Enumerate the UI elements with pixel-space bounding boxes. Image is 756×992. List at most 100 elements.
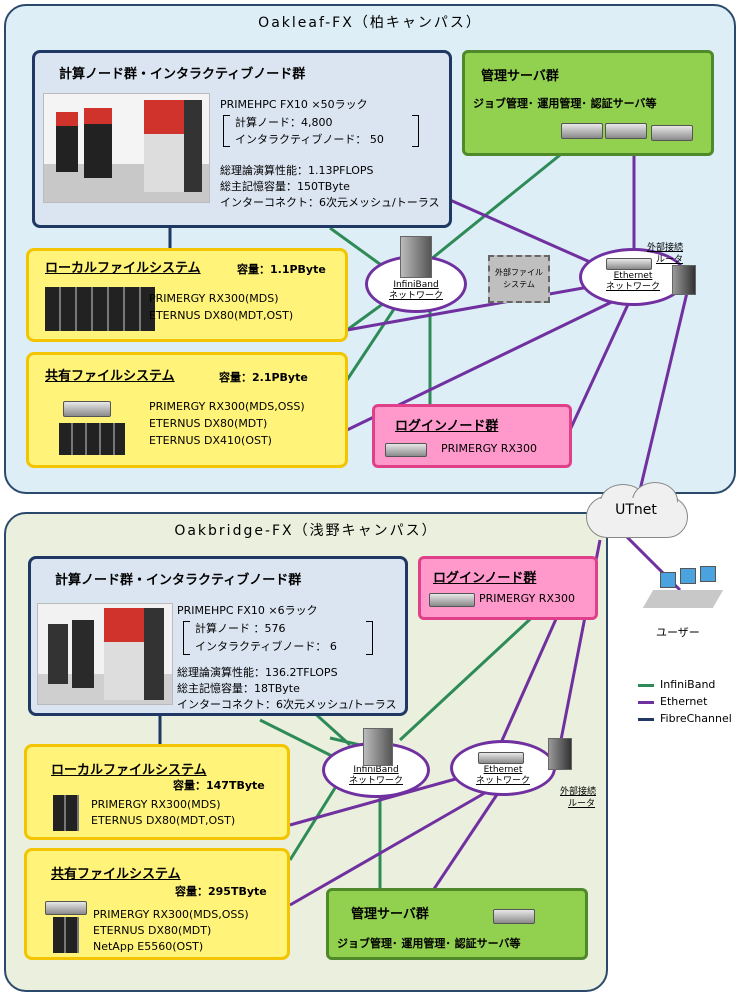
server-icon <box>45 901 87 915</box>
oakleaf-shared-fs-line2: ETERNUS DX80(MDT) <box>149 417 268 430</box>
oakleaf-compute-box: 計算ノード群・インタラクティブノード群 PRIMEHPC FX10 ×50ラック… <box>32 50 452 228</box>
oakbridge-local-fs-capacity: 容量：147TByte <box>173 779 265 792</box>
oakbridge-shared-fs-line2: ETERNUS DX80(MDT) <box>93 924 212 937</box>
oakbridge-login-box: ログインノード群 PRIMERGY RX300 <box>418 556 598 620</box>
oakleaf-login-title: ログインノード群 <box>395 419 499 434</box>
oakbridge-supercomputer-image <box>37 603 173 705</box>
paren-right <box>412 115 419 147</box>
oakleaf-shared-fs-box: 共有ファイルシステム 容量：2.1PByte PRIMERGY RX300(MD… <box>26 352 348 468</box>
oakbridge-local-fs-box: ローカルファイルシステム 容量：147TByte PRIMERGY RX300(… <box>24 744 290 840</box>
legend-infiniband-label: InfiniBand <box>660 678 716 691</box>
ib-label-1: InfiniBand <box>393 280 439 290</box>
oakleaf-router-label-2: ルータ <box>656 255 684 265</box>
oakleaf-local-fs-line2: ETERNUS DX80(MDT,OST) <box>149 309 294 322</box>
oakbridge-model: PRIMEHPC FX10 ×6ラック <box>177 604 318 617</box>
oakbridge-mgmt-desc: ジョブ管理･ 運用管理･ 認証サーバ等 <box>337 937 521 950</box>
utnet-cloud: UTnet <box>578 478 694 544</box>
switch-icon <box>363 728 393 766</box>
server-icon <box>63 401 111 417</box>
oakleaf-local-fs-line1: PRIMERGY RX300(MDS) <box>149 292 279 305</box>
router-icon <box>548 738 572 770</box>
oakbridge-shared-fs-box: 共有ファイルシステム 容量：295TByte PRIMERGY RX300(MD… <box>24 848 290 960</box>
server-icon <box>429 593 475 607</box>
eth-label-2: ネットワーク <box>475 776 530 786</box>
oakleaf-supercomputer-image <box>43 93 210 203</box>
oakbridge-ethernet-network: Ethernet ネットワーク <box>450 740 556 796</box>
oakleaf-memory: 総主記憶容量：150TByte <box>220 180 350 193</box>
oakleaf-compute-nodes: 計算ノード：4,800 <box>235 116 333 129</box>
oakleaf-interactive-nodes: インタラクティブノード： 50 <box>235 133 384 146</box>
oakbridge-interactive-nodes: インタラクティブノード： 6 <box>195 640 337 653</box>
switch-icon <box>478 752 524 764</box>
paren-left <box>223 115 230 147</box>
server-icon <box>651 125 693 141</box>
legend-infiniband-swatch <box>638 684 654 687</box>
oakbridge-mgmt-title: 管理サーバ群 <box>351 907 429 922</box>
legend-fibrechannel-label: FibreChannel <box>660 712 732 725</box>
oakbridge-compute-box: 計算ノード群・インタラクティブノード群 PRIMEHPC FX10 ×6ラック … <box>28 556 408 716</box>
eth-label-1: Ethernet <box>613 271 653 281</box>
oakleaf-title: Oakleaf-FX（柏キャンパス） <box>258 15 482 31</box>
oakbridge-memory: 総主記憶容量：18TByte <box>177 682 300 695</box>
switch-icon <box>606 258 652 270</box>
switch-icon <box>400 236 432 278</box>
oakleaf-interconnect: インターコネクト：6次元メッシュ/トーラス <box>220 196 440 209</box>
oakbridge-interconnect: インターコネクト：6次元メッシュ/トーラス <box>177 698 397 711</box>
storage-rack-icon <box>45 287 155 331</box>
oakleaf-compute-title: 計算ノード群・インタラクティブノード群 <box>59 67 306 82</box>
oakbridge-login-title: ログインノード群 <box>433 571 537 586</box>
legend-ethernet-swatch <box>638 701 654 704</box>
oakbridge-shared-fs-title: 共有ファイルシステム <box>51 867 181 882</box>
legend-fibrechannel-swatch <box>638 718 654 721</box>
paren-right <box>366 621 373 655</box>
oakleaf-mgmt-title: 管理サーバ群 <box>481 69 559 84</box>
ib-label-1: InfiniBand <box>353 765 399 775</box>
storage-rack-icon <box>59 423 125 455</box>
oakleaf-shared-fs-line1: PRIMERGY RX300(MDS,OSS) <box>149 400 305 413</box>
server-icon <box>561 123 603 139</box>
server-icon <box>385 443 427 457</box>
paren-left <box>183 621 190 655</box>
storage-rack-icon <box>53 795 79 831</box>
oakbridge-compute-nodes: 計算ノード ：576 <box>195 622 286 635</box>
oakbridge-login-desc: PRIMERGY RX300 <box>479 592 575 605</box>
oakbridge-shared-fs-line3: NetApp E5560(OST) <box>93 940 204 953</box>
oakleaf-mgmt-box: 管理サーバ群 ジョブ管理･ 運用管理･ 認証サーバ等 <box>462 50 714 156</box>
oakbridge-router-label-1: 外部接続 <box>560 787 597 797</box>
oakleaf-local-fs-box: ローカルファイルシステム 容量：1.1PByte PRIMERGY RX300(… <box>26 248 348 342</box>
oakleaf-mgmt-desc: ジョブ管理･ 運用管理･ 認証サーバ等 <box>473 97 657 110</box>
oakbridge-shared-fs-line1: PRIMERGY RX300(MDS,OSS) <box>93 908 249 921</box>
oakbridge-compute-title: 計算ノード群・インタラクティブノード群 <box>55 573 302 588</box>
oakleaf-shared-fs-capacity: 容量：2.1PByte <box>219 371 308 384</box>
oakleaf-login-desc: PRIMERGY RX300 <box>441 442 537 455</box>
server-icon <box>493 909 535 924</box>
oakbridge-shared-fs-capacity: 容量：295TByte <box>175 885 267 898</box>
oakleaf-perf: 総理論演算性能：1.13PFLOPS <box>220 164 374 177</box>
external-fs-label-1: 外部ファイル <box>495 268 543 277</box>
user-terminals-icon <box>642 566 724 618</box>
storage-rack-icon <box>53 917 79 953</box>
oakleaf-local-fs-capacity: 容量：1.1PByte <box>237 263 326 276</box>
user-label: ユーザー <box>656 626 700 639</box>
eth-label-1: Ethernet <box>483 765 523 775</box>
oakbridge-title: Oakbridge-FX（浅野キャンパス） <box>174 523 438 539</box>
oakbridge-local-fs-line2: ETERNUS DX80(MDT,OST) <box>91 814 236 827</box>
oakleaf-router-label-1: 外部接続 <box>647 243 684 253</box>
oakbridge-local-fs-line1: PRIMERGY RX300(MDS) <box>91 798 221 811</box>
oakleaf-shared-fs-line3: ETERNUS DX410(OST) <box>149 434 272 447</box>
external-fs-label-2: システム <box>503 280 535 289</box>
oakleaf-login-box: ログインノード群 PRIMERGY RX300 <box>372 404 572 468</box>
ib-label-2: ネットワーク <box>388 291 443 301</box>
router-icon <box>672 265 696 295</box>
utnet-label: UTnet <box>615 502 657 518</box>
external-fs-box: 外部ファイル システム <box>488 255 550 303</box>
oakbridge-perf: 総理論演算性能：136.2TFLOPS <box>177 666 338 679</box>
legend-ethernet-label: Ethernet <box>660 695 708 708</box>
oakleaf-shared-fs-title: 共有ファイルシステム <box>45 369 175 384</box>
oakbridge-mgmt-box: 管理サーバ群 ジョブ管理･ 運用管理･ 認証サーバ等 <box>326 888 588 960</box>
ib-label-2: ネットワーク <box>348 776 403 786</box>
oakbridge-router-label-2: ルータ <box>568 799 596 809</box>
oakbridge-local-fs-title: ローカルファイルシステム <box>51 763 207 778</box>
server-icon <box>605 123 647 139</box>
eth-label-2: ネットワーク <box>605 282 660 292</box>
